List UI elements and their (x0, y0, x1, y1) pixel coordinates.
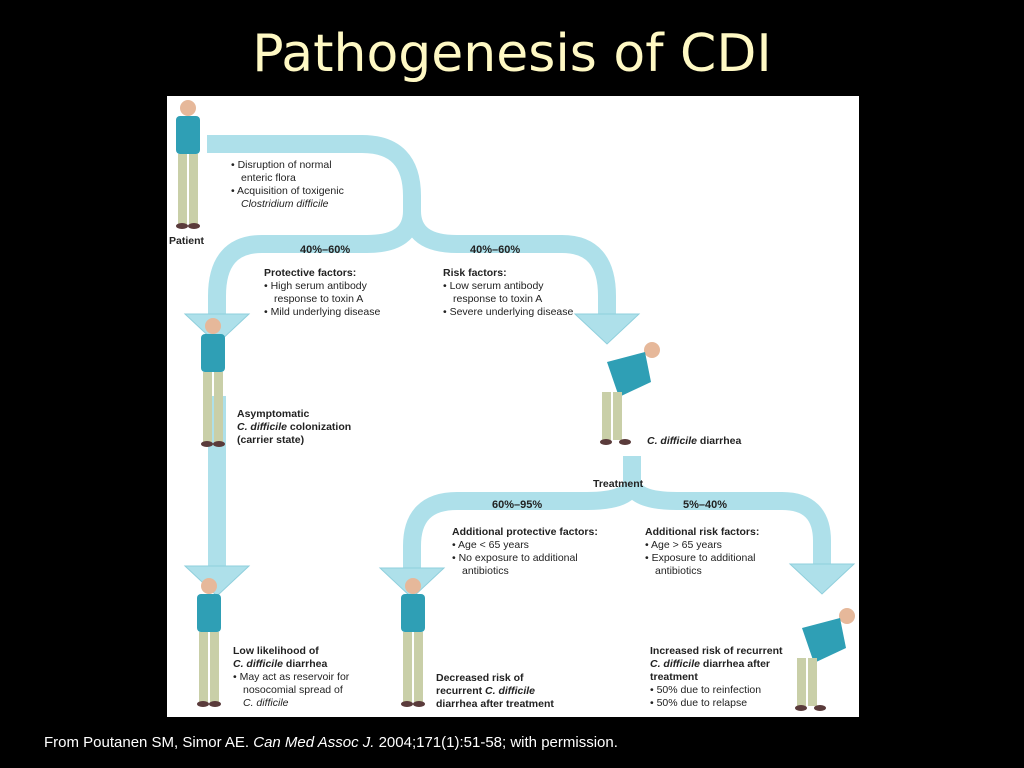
diarrhea-rest: diarrhea (696, 435, 742, 447)
split2-left-percent: 60%–95% (492, 499, 543, 511)
decreased-risk-outcome: Decreased risk of recurrent C. difficile… (436, 672, 554, 711)
increased-line1: Increased risk of recurrent (650, 645, 783, 657)
diarrhea-organism: C. difficile (647, 435, 697, 447)
arrowhead-right-1 (573, 313, 641, 345)
add-risk-heading: Additional risk factors: (645, 526, 760, 538)
risk-line2: response to toxin A (453, 293, 543, 305)
citation-journal: Can Med Assoc J. (253, 734, 375, 751)
increased-line2-rest: diarrhea after (699, 658, 771, 670)
add-protective-heading: Additional protective factors: (452, 526, 598, 538)
protective-line3: • Mild underlying disease (264, 306, 381, 318)
split1-left-percent: 40%–60% (300, 244, 351, 256)
split1-right-percent: 40%–60% (470, 244, 521, 256)
asymptomatic-organism: C. difficile (237, 421, 287, 433)
top-flow-band (207, 135, 421, 321)
decreased-line1: Decreased risk of (436, 672, 524, 684)
add-risk-line2: • Exposure to additional (645, 552, 756, 564)
right-split-band (403, 210, 616, 321)
citation-authors: From Poutanen SM, Simor AE. (44, 734, 254, 751)
citation-details: 2004;171(1):51-58; with permission. (374, 734, 618, 751)
protective-line1: • High serum antibody (264, 280, 367, 292)
diarrhea-figure (600, 342, 660, 445)
low-likelihood-outcome: Low likelihood of C. difficile diarrhea … (233, 645, 349, 710)
decreased-organism: C. difficile (485, 685, 536, 697)
initial-item2-line1: • Acquisition of toxigenic (231, 185, 344, 197)
risk-factors: Risk factors: • Low serum antibody respo… (443, 267, 573, 319)
treatment-left-band (403, 479, 641, 574)
increased-line4: • 50% due to reinfection (650, 684, 762, 696)
risk-line3: • Severe underlying disease (443, 306, 574, 318)
increased-organism: C. difficile (650, 658, 700, 670)
add-risk-line3: antibiotics (655, 565, 702, 577)
decreased-line2-pre: recurrent (436, 685, 486, 697)
arrowhead-right-2 (788, 563, 856, 595)
low-likelihood-figure (197, 578, 221, 707)
arrowhead-left-2 (183, 565, 251, 597)
treatment-label: Treatment (593, 478, 644, 490)
low-likelihood-organism: C. difficile (233, 658, 283, 670)
protective-factors: Protective factors: • High serum antibod… (264, 267, 380, 319)
asymptomatic-line3: (carrier state) (237, 434, 305, 446)
decreased-risk-figure (401, 578, 425, 707)
low-likelihood-line5: C. difficile (243, 697, 289, 709)
increased-risk-figure (795, 608, 855, 711)
add-protective-line3: antibiotics (462, 565, 509, 577)
protective-heading: Protective factors: (264, 267, 357, 279)
protective-line2: response to toxin A (274, 293, 364, 305)
initial-item1-line1: • Disruption of normal (231, 159, 332, 171)
pathogenesis-flow-diagram: Patient • Disruption of normal enteric f… (167, 96, 859, 717)
add-protective-line1: • Age < 65 years (452, 539, 529, 551)
diagram-arrows (176, 100, 856, 711)
patient-figure (176, 100, 200, 229)
split2-right-percent: 5%–40% (683, 499, 728, 511)
asymptomatic-colonization: Asymptomatic C. difficile colonization (… (237, 408, 351, 447)
asymptomatic-line1: Asymptomatic (237, 408, 310, 420)
additional-risk-factors: Additional risk factors: • Age > 65 year… (645, 526, 759, 578)
asymptomatic-figure (201, 318, 225, 447)
slide-title: Pathogenesis of CDI (252, 24, 772, 84)
low-likelihood-line1: Low likelihood of (233, 645, 319, 657)
increased-line5: • 50% due to relapse (650, 697, 748, 709)
add-protective-line2: • No exposure to additional (452, 552, 578, 564)
citation: From Poutanen SM, Simor AE. Can Med Asso… (44, 734, 618, 751)
low-likelihood-line4: nosocomial spread of (243, 684, 343, 696)
increased-risk-outcome: Increased risk of recurrent C. difficile… (650, 645, 782, 710)
initial-item2-line2: Clostridium difficile (241, 198, 329, 210)
low-likelihood-line3: • May act as reservoir for (233, 671, 350, 683)
decreased-line3: diarrhea after treatment (436, 698, 554, 710)
risk-line1: • Low serum antibody (443, 280, 544, 292)
asymptomatic-line2-rest: colonization (286, 421, 352, 433)
low-likelihood-line2-rest: diarrhea (282, 658, 328, 670)
increased-line3: treatment (650, 671, 698, 683)
diarrhea-label: C. difficile diarrhea (647, 435, 741, 448)
initial-item1-line2: enteric flora (241, 172, 296, 184)
patient-label: Patient (169, 235, 205, 247)
initial-factors: • Disruption of normal enteric flora • A… (231, 159, 344, 211)
add-risk-line1: • Age > 65 years (645, 539, 722, 551)
risk-heading: Risk factors: (443, 267, 507, 279)
treatment-right-band (623, 479, 831, 566)
additional-protective-factors: Additional protective factors: • Age < 6… (452, 526, 598, 578)
